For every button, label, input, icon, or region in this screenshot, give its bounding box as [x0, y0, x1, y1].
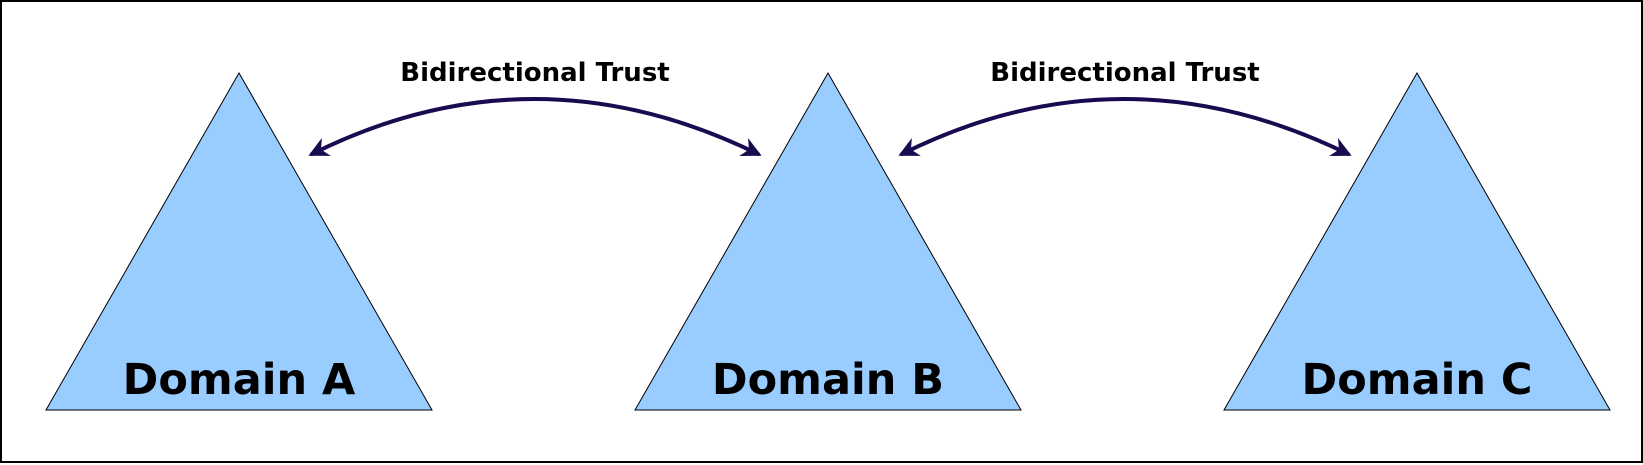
domain-b-triangle	[634, 71, 1022, 411]
trust-b-c: Bidirectional Trust	[898, 58, 1352, 156]
domain-c-label: Domain C	[1302, 355, 1533, 405]
domain-a-label: Domain A	[123, 355, 356, 405]
domain-b-label: Domain B	[712, 355, 944, 405]
trust-b-c-arrow	[898, 97, 1352, 156]
trust-a-b-label: Bidirectional Trust	[400, 58, 669, 88]
domain-b: Domain B	[634, 71, 1022, 411]
trust-b-c-label: Bidirectional Trust	[990, 58, 1259, 88]
trust-a-b: Bidirectional Trust	[308, 58, 762, 156]
domain-a-triangle	[45, 71, 433, 411]
trust-a-b-arrow	[308, 97, 762, 156]
domain-c-triangle	[1223, 71, 1611, 411]
domain-a: Domain A	[45, 71, 433, 411]
domain-c: Domain C	[1223, 71, 1611, 411]
